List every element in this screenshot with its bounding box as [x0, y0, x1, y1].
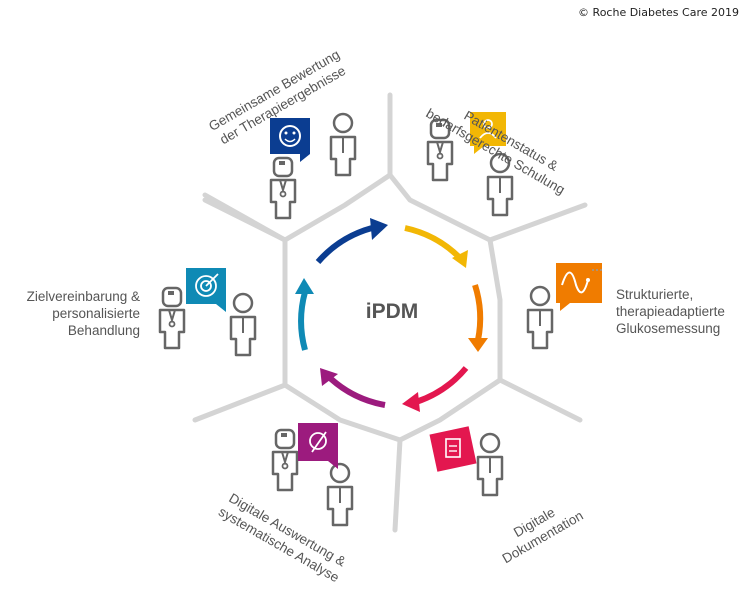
label-step2-line2: therapieadaptierte	[616, 304, 725, 319]
label-step5-line3: Behandlung	[67, 323, 140, 338]
cycle-arrows	[295, 218, 488, 412]
label-step2-line1: Strukturierte,	[616, 287, 694, 302]
step4-illustration	[271, 423, 354, 527]
label-step2-line3: Glukosemessung	[616, 321, 721, 336]
step2-illustration	[526, 263, 604, 350]
copyright-text: © Roche Diabetes Care 2019	[578, 6, 739, 19]
smiley-icon	[270, 118, 310, 154]
center-label: iPDM	[365, 300, 419, 323]
label-step5-line2: personalisierte	[52, 306, 140, 321]
hexagon-frame	[192, 92, 588, 533]
step1-illustration	[426, 112, 514, 217]
label-step5-line1: Zielvereinbarung &	[26, 289, 140, 304]
label-step2: Strukturierte, therapieadaptierte Glukos…	[616, 286, 741, 337]
clipboard-person-icon	[470, 112, 506, 146]
label-step5: Zielvereinbarung & personalisierte Behan…	[10, 288, 140, 339]
document-icon	[429, 426, 477, 472]
step5-illustration	[158, 268, 257, 357]
step6-illustration	[269, 112, 357, 220]
step3-illustration	[429, 426, 504, 497]
